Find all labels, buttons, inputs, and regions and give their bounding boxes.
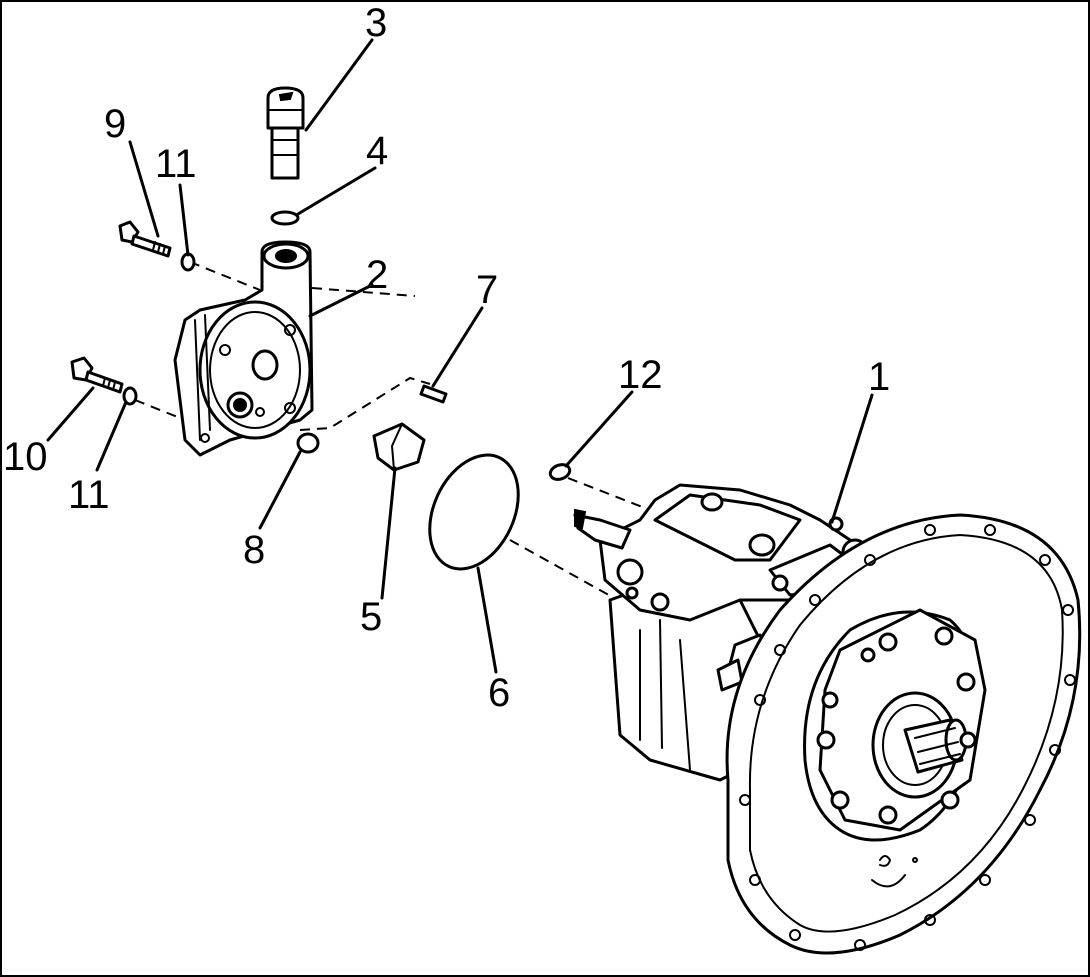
part-8-o-ring <box>296 432 320 454</box>
part-6-o-ring-large <box>428 453 520 571</box>
callout-12: 12 <box>618 353 663 397</box>
part-10-bolt <box>70 356 124 394</box>
part-4-o-ring <box>270 210 300 226</box>
part-1-pump-body <box>573 483 1082 955</box>
callout-9: 9 <box>104 102 126 146</box>
callout-11-lower: 11 <box>68 473 110 517</box>
center-bolts <box>816 626 977 825</box>
callout-2: 2 <box>366 253 388 297</box>
part-12-o-ring <box>548 463 572 481</box>
callout-7: 7 <box>476 268 498 312</box>
flange-bolt-holes <box>739 524 1076 951</box>
part-2-pump-cover <box>173 240 314 457</box>
callout-11-upper: 11 <box>155 142 197 186</box>
leader-lines <box>46 38 874 674</box>
callout-labels: 1 2 3 4 5 6 7 8 9 10 11 11 12 <box>3 1 890 715</box>
callout-1: 1 <box>868 355 890 399</box>
callout-5: 5 <box>360 595 382 639</box>
callout-6: 6 <box>488 671 510 715</box>
part-3-valve-plug <box>266 86 305 180</box>
callout-8: 8 <box>243 528 265 572</box>
part-9-bolt <box>118 220 172 258</box>
part-11-washer-lower <box>122 386 138 406</box>
callout-3: 3 <box>365 1 387 45</box>
assembly-lines <box>134 261 741 669</box>
callout-10: 10 <box>3 435 48 479</box>
callout-4: 4 <box>366 129 388 173</box>
part-7-pin <box>419 384 448 404</box>
part-5-coupling <box>372 422 426 472</box>
